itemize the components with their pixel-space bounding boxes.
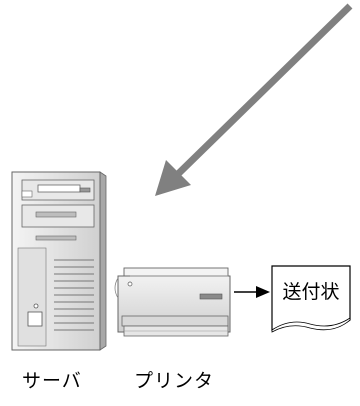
- incoming-arrow: [155, 3, 353, 196]
- output-arrow: [234, 286, 270, 298]
- printer-label: プリンタ: [134, 370, 215, 392]
- cover-letter-document: [271, 265, 351, 333]
- server-label: サーバ: [22, 370, 82, 392]
- document-label: 送付状: [282, 281, 340, 303]
- server-icon: [11, 171, 107, 351]
- printer-icon: [114, 267, 231, 337]
